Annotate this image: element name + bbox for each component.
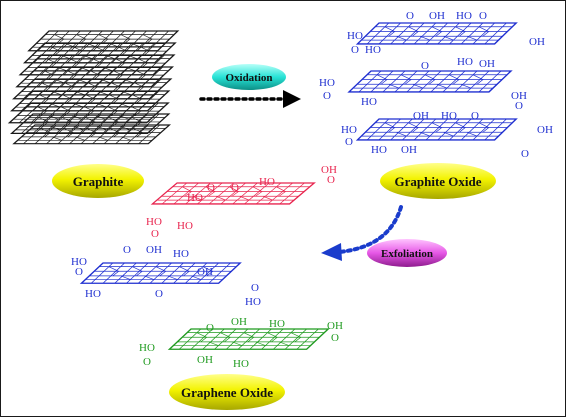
svg-text:HO: HO <box>319 77 335 89</box>
svg-text:O: O <box>471 110 479 122</box>
svg-text:HO: HO <box>441 110 457 122</box>
svg-text:O: O <box>155 288 163 300</box>
exfoliation-label-text: Exfoliation <box>381 248 433 260</box>
svg-text:OH: OH <box>537 124 553 136</box>
graphene-oxide-label-text: Graphene Oxide <box>181 385 273 400</box>
svg-text:HO: HO <box>146 216 162 228</box>
svg-text:O: O <box>151 228 159 240</box>
svg-text:HO: HO <box>269 318 285 330</box>
svg-text:O: O <box>231 182 239 194</box>
svg-text:HO: HO <box>245 296 261 308</box>
svg-text:OH: OH <box>327 320 343 332</box>
svg-text:O: O <box>206 322 214 334</box>
graphene-oxide-label: Graphene Oxide <box>169 374 285 410</box>
graphite-oxide-label: Graphite Oxide <box>380 163 496 199</box>
svg-text:O: O <box>351 44 359 56</box>
svg-text:HO: HO <box>456 10 472 22</box>
svg-text:OH: OH <box>231 316 247 328</box>
graphite-label: Graphite <box>52 164 144 198</box>
svg-text:HO: HO <box>371 144 387 156</box>
svg-text:HO: HO <box>177 220 193 232</box>
svg-text:OH: OH <box>429 10 445 22</box>
svg-text:HO: HO <box>365 44 381 56</box>
graphene-oxide-sheet-red: OH O O O HO HO HO O HO <box>146 164 337 240</box>
svg-text:OH: OH <box>479 58 495 70</box>
graphite-oxide-label-text: Graphite Oxide <box>394 174 481 189</box>
dotted-curved-arrow-icon <box>321 205 403 261</box>
svg-text:HO: HO <box>71 256 87 268</box>
svg-text:HO: HO <box>457 56 473 68</box>
svg-text:O: O <box>251 282 259 294</box>
svg-text:O: O <box>406 10 414 22</box>
svg-text:O: O <box>521 148 529 160</box>
svg-text:HO: HO <box>341 124 357 136</box>
svg-text:OH: OH <box>197 354 213 366</box>
svg-text:HO: HO <box>173 248 189 260</box>
svg-text:HO: HO <box>85 288 101 300</box>
svg-text:O: O <box>327 174 335 186</box>
svg-text:OH: OH <box>401 144 417 156</box>
graphite-oxide-stack: O OH HO O HO O OH HO HO OH O HO O OH O H… <box>319 10 553 160</box>
svg-text:O: O <box>479 10 487 22</box>
svg-text:OH: OH <box>511 90 527 102</box>
graphite-label-text: Graphite <box>73 174 124 189</box>
svg-text:HO: HO <box>347 30 363 42</box>
svg-text:OH: OH <box>197 266 213 278</box>
svg-text:O: O <box>345 136 353 148</box>
oxidation-label-text: Oxidation <box>225 72 272 84</box>
svg-text:HO: HO <box>259 176 275 188</box>
svg-text:O: O <box>143 356 151 368</box>
svg-text:O: O <box>323 90 331 102</box>
svg-text:OH: OH <box>529 36 545 48</box>
graphene-oxide-sheet-green: O OH HO OH O HO O OH HO <box>139 316 343 370</box>
svg-text:HO: HO <box>361 96 377 108</box>
svg-text:HO: HO <box>187 192 203 204</box>
svg-text:O: O <box>331 332 339 344</box>
svg-text:OH: OH <box>146 244 162 256</box>
svg-text:OH: OH <box>321 164 337 176</box>
graphene-oxide-sheet-blue: O OH HO HO O OH HO O O HO <box>71 244 261 308</box>
svg-text:HO: HO <box>233 358 249 370</box>
exfoliation-label: Exfoliation <box>367 239 447 267</box>
svg-text:O: O <box>123 244 131 256</box>
svg-text:OH: OH <box>413 110 429 122</box>
oxidation-label: Oxidation <box>212 64 286 90</box>
dotted-arrow-right-icon <box>199 90 301 108</box>
svg-text:O: O <box>515 100 523 112</box>
svg-text:O: O <box>75 266 83 278</box>
graphite-stack <box>8 30 179 145</box>
svg-text:O: O <box>421 60 429 72</box>
svg-text:HO: HO <box>139 342 155 354</box>
svg-text:O: O <box>207 182 215 194</box>
